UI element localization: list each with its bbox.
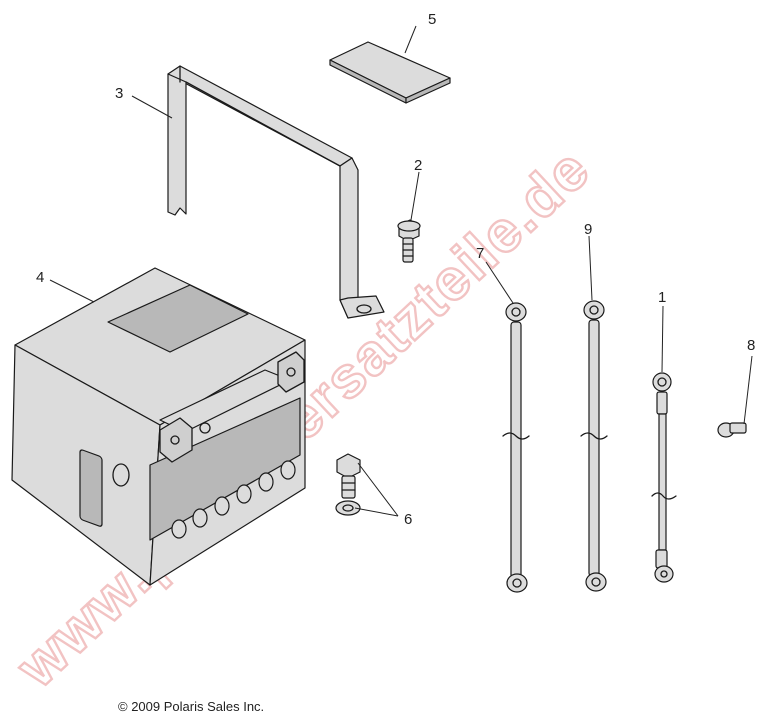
leader-lines: [49, 25, 753, 517]
copyright-notice: © 2009 Polaris Sales Inc.: [118, 699, 265, 714]
callout-2: 2: [414, 157, 422, 174]
callout-4: 4: [36, 269, 44, 286]
ground-cable: [651, 372, 677, 583]
callout-7: 7: [476, 245, 484, 262]
callouts: 1 2 3 4 5 6 7 8 9: [36, 11, 755, 528]
screw: [717, 422, 747, 438]
hold-down-bracket: [167, 65, 385, 319]
battery-pad: [329, 41, 451, 104]
terminal-bolt: [336, 453, 361, 499]
battery-cable-7: [502, 302, 530, 593]
callout-5: 5: [428, 11, 436, 28]
bolt: [397, 219, 421, 263]
callout-6: 6: [404, 511, 412, 528]
battery-cable-9: [580, 300, 608, 592]
callout-3: 3: [115, 85, 123, 102]
callout-8: 8: [747, 337, 755, 354]
battery: [11, 267, 306, 586]
callout-1: 1: [658, 289, 666, 306]
lock-washer: [335, 500, 361, 516]
callout-9: 9: [584, 221, 592, 238]
